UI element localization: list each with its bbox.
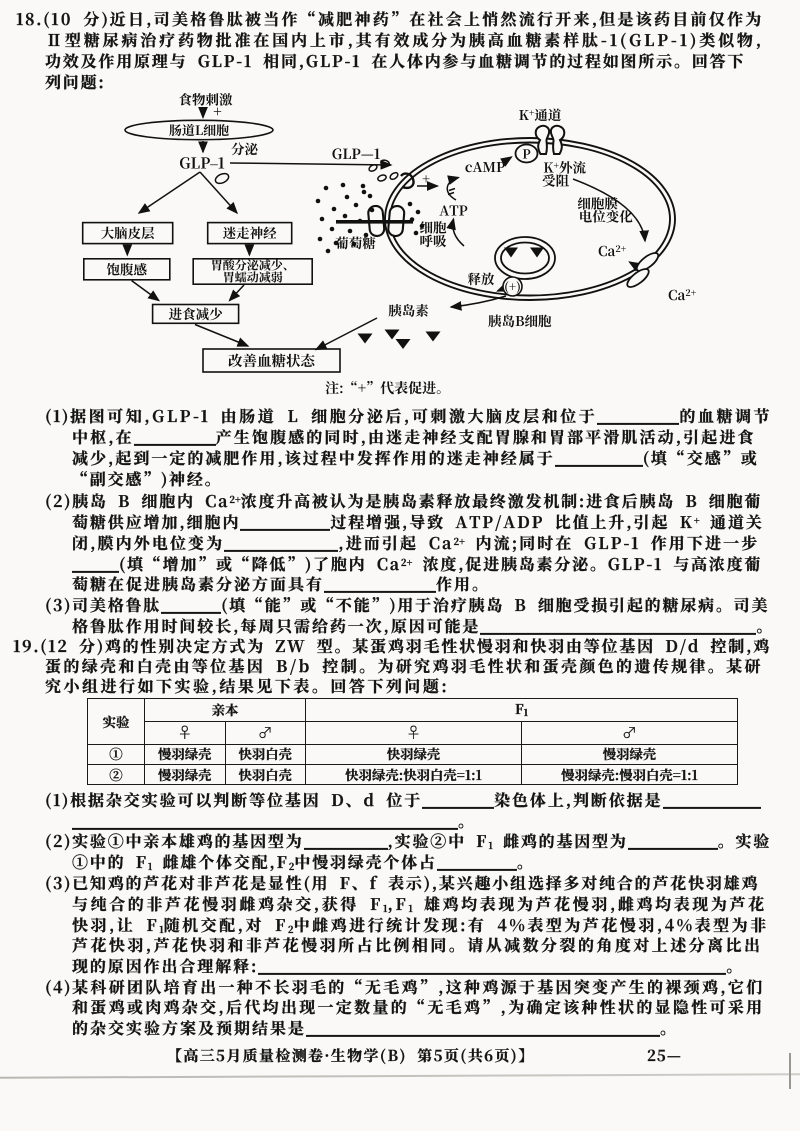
- svg-text:进食减少: 进食减少: [169, 303, 224, 323]
- svg-text:Ca2+: Ca2+: [598, 240, 627, 260]
- svg-text:分泌: 分泌: [231, 138, 259, 158]
- svg-text:GLP—1: GLP—1: [332, 144, 381, 164]
- svg-text:释放: 释放: [468, 268, 495, 288]
- svg-text:电位变化: 电位变化: [579, 206, 633, 226]
- svg-text:胃蠕动减弱: 胃蠕动减弱: [223, 269, 283, 286]
- svg-text:+: +: [422, 169, 430, 188]
- svg-text:ATP: ATP: [439, 200, 468, 220]
- svg-text:(+): (+): [504, 278, 521, 295]
- svg-text:Ca2+: Ca2+: [668, 284, 697, 304]
- svg-text:胃酸分泌减少、: 胃酸分泌减少、: [211, 257, 295, 274]
- svg-text:胰岛B细胞: 胰岛B细胞: [488, 310, 552, 330]
- svg-text:改善血糖状态: 改善血糖状态: [228, 350, 316, 371]
- svg-text:迷走神经: 迷走神经: [223, 222, 277, 242]
- svg-text:大脑皮层: 大脑皮层: [101, 222, 155, 242]
- svg-text:受阻: 受阻: [542, 170, 569, 190]
- svg-text:胰岛素: 胰岛素: [388, 300, 429, 320]
- svg-text:葡萄糖: 葡萄糖: [335, 232, 376, 252]
- svg-text:cAMP: cAMP: [465, 156, 505, 176]
- svg-text:细胞膜: 细胞膜: [577, 193, 618, 213]
- svg-text:饱腹感: 饱腹感: [107, 259, 149, 279]
- svg-text:细胞: 细胞: [420, 217, 447, 237]
- svg-text:GLP–1: GLP–1: [179, 153, 225, 174]
- svg-text:食物刺激: 食物刺激: [179, 89, 233, 109]
- svg-text:肠道L细胞: 肠道L细胞: [169, 120, 229, 139]
- svg-text:呼吸: 呼吸: [420, 230, 447, 250]
- svg-text:P: P: [522, 145, 531, 163]
- svg-text:+: +: [213, 102, 221, 122]
- svg-text:注:“+”代表促进。: 注:“+”代表促进。: [325, 378, 450, 398]
- svg-text:K+通道: K+通道: [519, 104, 562, 124]
